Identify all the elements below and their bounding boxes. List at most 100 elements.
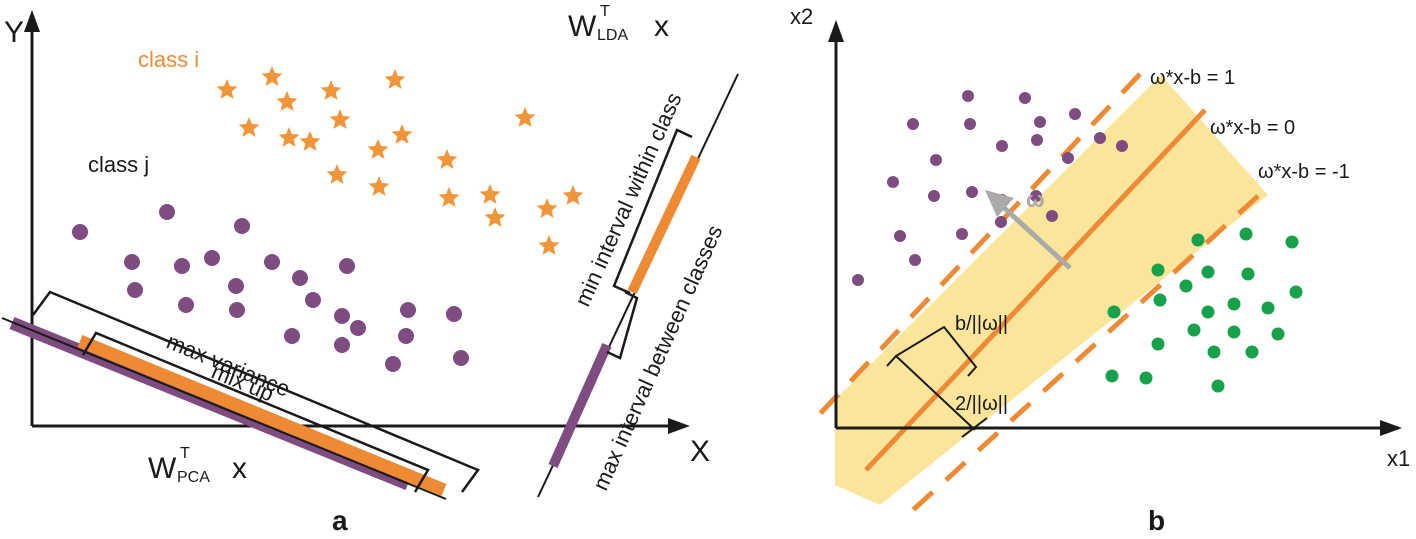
dot-marker bbox=[1241, 267, 1255, 281]
upper-margin-line bbox=[814, 72, 1142, 420]
dot-marker bbox=[1151, 337, 1165, 351]
dot-marker bbox=[350, 320, 366, 336]
pca-proj-sub: PCA bbox=[177, 469, 210, 486]
min-within-label: min interval within class bbox=[570, 89, 687, 310]
panel-b-x-axis-label: x1 bbox=[1387, 446, 1410, 471]
dot-marker bbox=[453, 350, 469, 366]
dot-marker bbox=[1289, 285, 1303, 299]
star-marker bbox=[536, 198, 558, 218]
max-between-bracket bbox=[606, 290, 639, 360]
dot-marker bbox=[1211, 379, 1225, 393]
dot-marker bbox=[385, 356, 401, 372]
dot-marker bbox=[909, 254, 921, 266]
dot-marker bbox=[305, 292, 321, 308]
dot-marker bbox=[1201, 305, 1215, 319]
dot-marker bbox=[1239, 227, 1253, 241]
dot-marker bbox=[1227, 297, 1241, 311]
width-bracket-end bbox=[961, 417, 988, 438]
dot-marker bbox=[1046, 210, 1058, 222]
dot-marker bbox=[1245, 345, 1259, 359]
dot-marker bbox=[127, 282, 143, 298]
dot-marker bbox=[1062, 152, 1074, 164]
dot-marker bbox=[72, 224, 88, 240]
panel-b-caption: b bbox=[1148, 505, 1165, 536]
hyperplane-label: ω*x-b = 0 bbox=[1210, 117, 1295, 139]
lower-margin-label: ω*x-b = -1 bbox=[1258, 161, 1350, 183]
dot-marker bbox=[1031, 134, 1043, 146]
max-variance-bracket bbox=[31, 290, 480, 493]
pca-proj-base: W bbox=[148, 452, 177, 485]
dot-marker bbox=[228, 278, 244, 294]
panel-b-y-axis-arrow bbox=[828, 20, 844, 42]
offset-bracket bbox=[886, 325, 978, 377]
dot-marker bbox=[284, 328, 300, 344]
dot-marker bbox=[1139, 371, 1153, 385]
dot-marker bbox=[264, 254, 280, 270]
star-marker bbox=[216, 79, 238, 99]
dot-marker bbox=[234, 218, 250, 234]
lower-margin-line bbox=[900, 194, 1260, 522]
pca-projection-label: W T PCA x bbox=[148, 445, 247, 486]
panel-a-x-axis-arrow bbox=[668, 418, 690, 434]
dot-marker bbox=[400, 302, 416, 318]
star-marker bbox=[238, 117, 260, 137]
dot-marker bbox=[930, 154, 942, 166]
star-marker bbox=[276, 91, 298, 111]
star-marker bbox=[484, 207, 506, 227]
offset-label: b/||ω|| bbox=[955, 313, 1008, 335]
lda-purple-bar bbox=[548, 342, 612, 469]
dot-marker bbox=[398, 328, 414, 344]
dot-marker bbox=[894, 230, 906, 242]
lda-projection-label: W T LDA x bbox=[568, 3, 669, 44]
star-marker bbox=[438, 187, 460, 207]
star-marker bbox=[278, 127, 300, 147]
pca-axis-line bbox=[1, 317, 447, 500]
star-marker bbox=[562, 185, 584, 205]
dot-marker bbox=[229, 302, 245, 318]
panel-a-y-axis-label: Y bbox=[4, 16, 24, 49]
dot-marker bbox=[1261, 301, 1275, 315]
dot-marker bbox=[1191, 233, 1205, 247]
dot-marker bbox=[995, 216, 1007, 228]
purple-class-dots bbox=[852, 90, 1128, 286]
lda-proj-sup: T bbox=[600, 3, 610, 20]
dot-marker bbox=[1151, 263, 1165, 277]
lda-proj-base: W bbox=[568, 10, 597, 43]
class-i-label: class i bbox=[138, 47, 199, 72]
lda-orange-bar bbox=[627, 154, 701, 295]
dot-marker bbox=[1116, 140, 1128, 152]
star-marker bbox=[367, 139, 389, 159]
lda-projection: min interval within class max interval b… bbox=[537, 3, 739, 498]
class-i-stars bbox=[216, 66, 584, 255]
dot-marker bbox=[1019, 92, 1031, 104]
class-j-label: class j bbox=[88, 152, 149, 177]
pca-proj-var: x bbox=[232, 452, 247, 485]
dot-marker bbox=[966, 186, 978, 198]
star-marker bbox=[326, 164, 348, 184]
pca-proj-sup: T bbox=[180, 445, 190, 462]
dot-marker bbox=[1271, 327, 1285, 341]
pca-projection: max variance mix up W T PCA x bbox=[1, 290, 480, 500]
hyperplane-line bbox=[864, 108, 1207, 472]
dot-marker bbox=[1034, 116, 1046, 128]
dot-marker bbox=[204, 250, 220, 266]
dot-marker bbox=[124, 254, 140, 270]
normal-vector-head bbox=[985, 190, 1014, 217]
star-marker bbox=[329, 109, 351, 129]
panel-b-y-axis-label: x2 bbox=[790, 4, 813, 29]
star-marker bbox=[320, 80, 342, 100]
panel-a: Y X class i class j max variance mix up … bbox=[1, 3, 739, 536]
mix-up-bracket bbox=[81, 331, 430, 493]
star-marker bbox=[368, 176, 390, 196]
normal-vector-shaft bbox=[999, 203, 1072, 270]
dot-marker bbox=[1187, 323, 1201, 337]
panel-a-y-axis-arrow bbox=[24, 10, 40, 32]
pca-orange-bar bbox=[77, 334, 447, 497]
star-marker bbox=[436, 149, 458, 169]
panel-a-caption: a bbox=[332, 505, 348, 536]
dot-marker bbox=[907, 118, 919, 130]
dot-marker bbox=[1227, 325, 1241, 339]
upper-margin-label: ω*x-b = 1 bbox=[1150, 67, 1235, 89]
star-marker bbox=[538, 235, 560, 255]
